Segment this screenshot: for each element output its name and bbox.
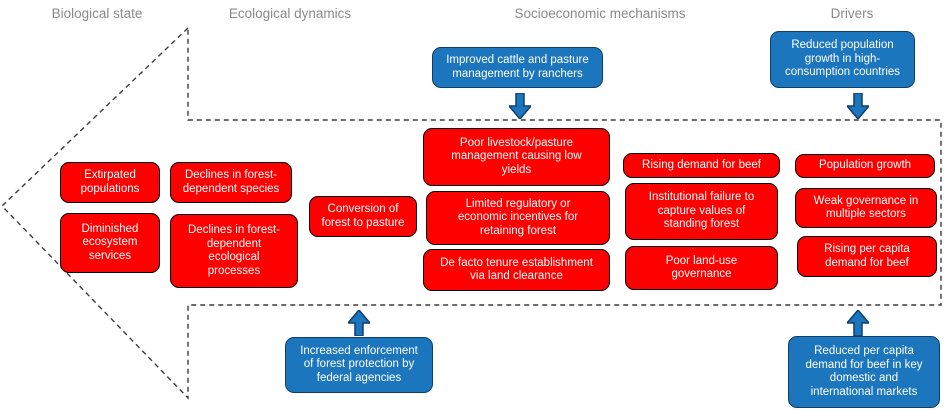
- box-reduced-per-capita-beef-demand: Reduced per capita demand for beef in ke…: [788, 336, 940, 408]
- box-rising-per-capita-demand-beef: Rising per capita demand for beef: [797, 236, 937, 277]
- down-arrow-icon: [509, 93, 531, 119]
- box-diminished-ecosystem-services: Diminished ecosystem services: [60, 213, 160, 273]
- box-conversion-forest-to-pasture: Conversion of forest to pasture: [309, 196, 417, 237]
- box-weak-governance-multiple-sectors: Weak governance in multiple sectors: [795, 188, 937, 228]
- box-rising-demand-for-beef: Rising demand for beef: [623, 153, 780, 178]
- header-ecological-dynamics: Ecological dynamics: [228, 6, 352, 21]
- header-biological-state: Biological state: [51, 6, 143, 21]
- box-declines-forest-dependent-species: Declines in forest-dependent species: [170, 162, 292, 203]
- down-arrow-icon: [847, 93, 869, 119]
- box-improved-cattle-pasture-management: Improved cattle and pasture management b…: [432, 47, 603, 88]
- box-increased-enforcement-forest-protection: Increased enforcement of forest protecti…: [285, 337, 433, 393]
- box-poor-livestock-pasture-management: Poor livestock/pasture management causin…: [423, 128, 610, 186]
- up-arrow-icon: [847, 310, 869, 336]
- header-drivers: Drivers: [830, 6, 874, 21]
- box-de-facto-tenure-establishment: De facto tenure establishment via land c…: [423, 249, 610, 291]
- box-extirpated-populations: Extirpated populations: [60, 162, 160, 203]
- box-declines-forest-dependent-ecological-processes: Declines in forest-dependent ecological …: [170, 214, 298, 288]
- box-reduced-population-growth: Reduced population growth in high-consum…: [770, 31, 915, 88]
- box-poor-land-use-governance: Poor land-use governance: [625, 246, 778, 290]
- box-institutional-failure-forest-values: Institutional failure to capture values …: [625, 183, 778, 240]
- box-population-growth: Population growth: [795, 154, 935, 178]
- up-arrow-icon: [348, 310, 370, 336]
- box-limited-regulatory-economic-incentives: Limited regulatory or economic incentive…: [426, 191, 610, 245]
- header-socioeconomic-mechanisms: Socioeconomic mechanisms: [514, 6, 686, 21]
